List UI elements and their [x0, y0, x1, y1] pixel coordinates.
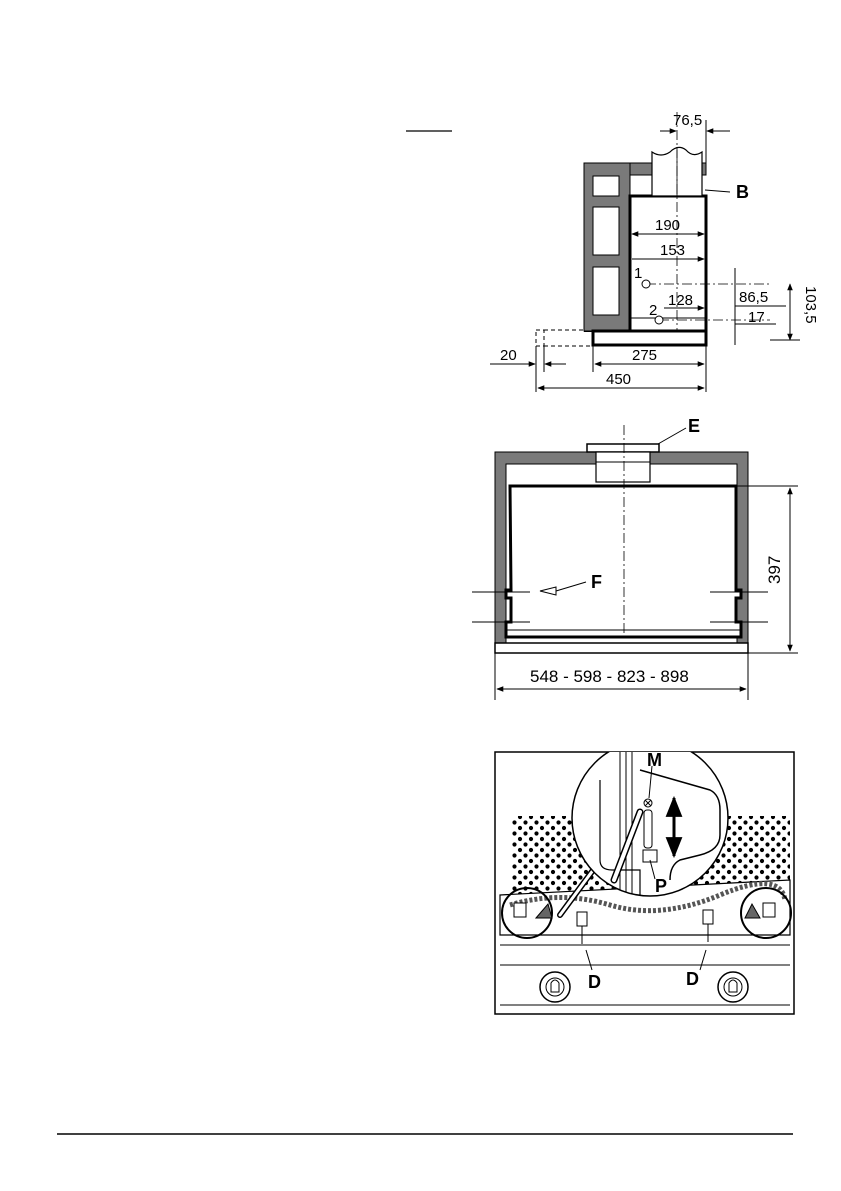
- dashed-extension: [536, 330, 593, 346]
- dim-86-5: 86,5: [739, 289, 768, 306]
- dim-153: 153: [660, 242, 685, 259]
- dim-128: 128: [668, 292, 693, 309]
- dim-76-5: 76,5: [673, 112, 702, 129]
- dim-103-5: 103,5: [802, 286, 819, 324]
- marker-m: M: [647, 750, 662, 770]
- hood-body-front: [506, 486, 741, 637]
- figure-side-section: 76,5 B 190 153 1 2 128 86,5 17 103,5 20 …: [406, 112, 819, 392]
- dim-190: 190: [655, 217, 680, 234]
- hole-label-1: 1: [634, 265, 642, 282]
- dim-450: 450: [606, 371, 631, 388]
- marker-b: B: [736, 182, 749, 202]
- dim-20: 20: [500, 347, 517, 364]
- marker-p: P: [655, 876, 667, 896]
- marker-d-left: D: [588, 972, 601, 992]
- marker-f: F: [591, 572, 602, 592]
- dim-275: 275: [632, 347, 657, 364]
- duct-flange-front: [587, 444, 659, 482]
- fixing-knob-left: [540, 972, 570, 1002]
- dim-widths: 548 - 598 - 823 - 898: [530, 667, 689, 686]
- hole-1: [642, 280, 650, 288]
- figure-front-view: E F 397 548 - 598 - 823 - 898: [472, 416, 798, 700]
- dim-397: 397: [765, 556, 784, 584]
- marker-d-right: D: [686, 969, 699, 989]
- marker-e: E: [688, 416, 700, 436]
- hole-label-2: 2: [649, 302, 657, 319]
- figure-fixing-detail: M P D D: [495, 740, 794, 1014]
- fixing-knob-right: [718, 972, 748, 1002]
- dim-17: 17: [748, 309, 765, 326]
